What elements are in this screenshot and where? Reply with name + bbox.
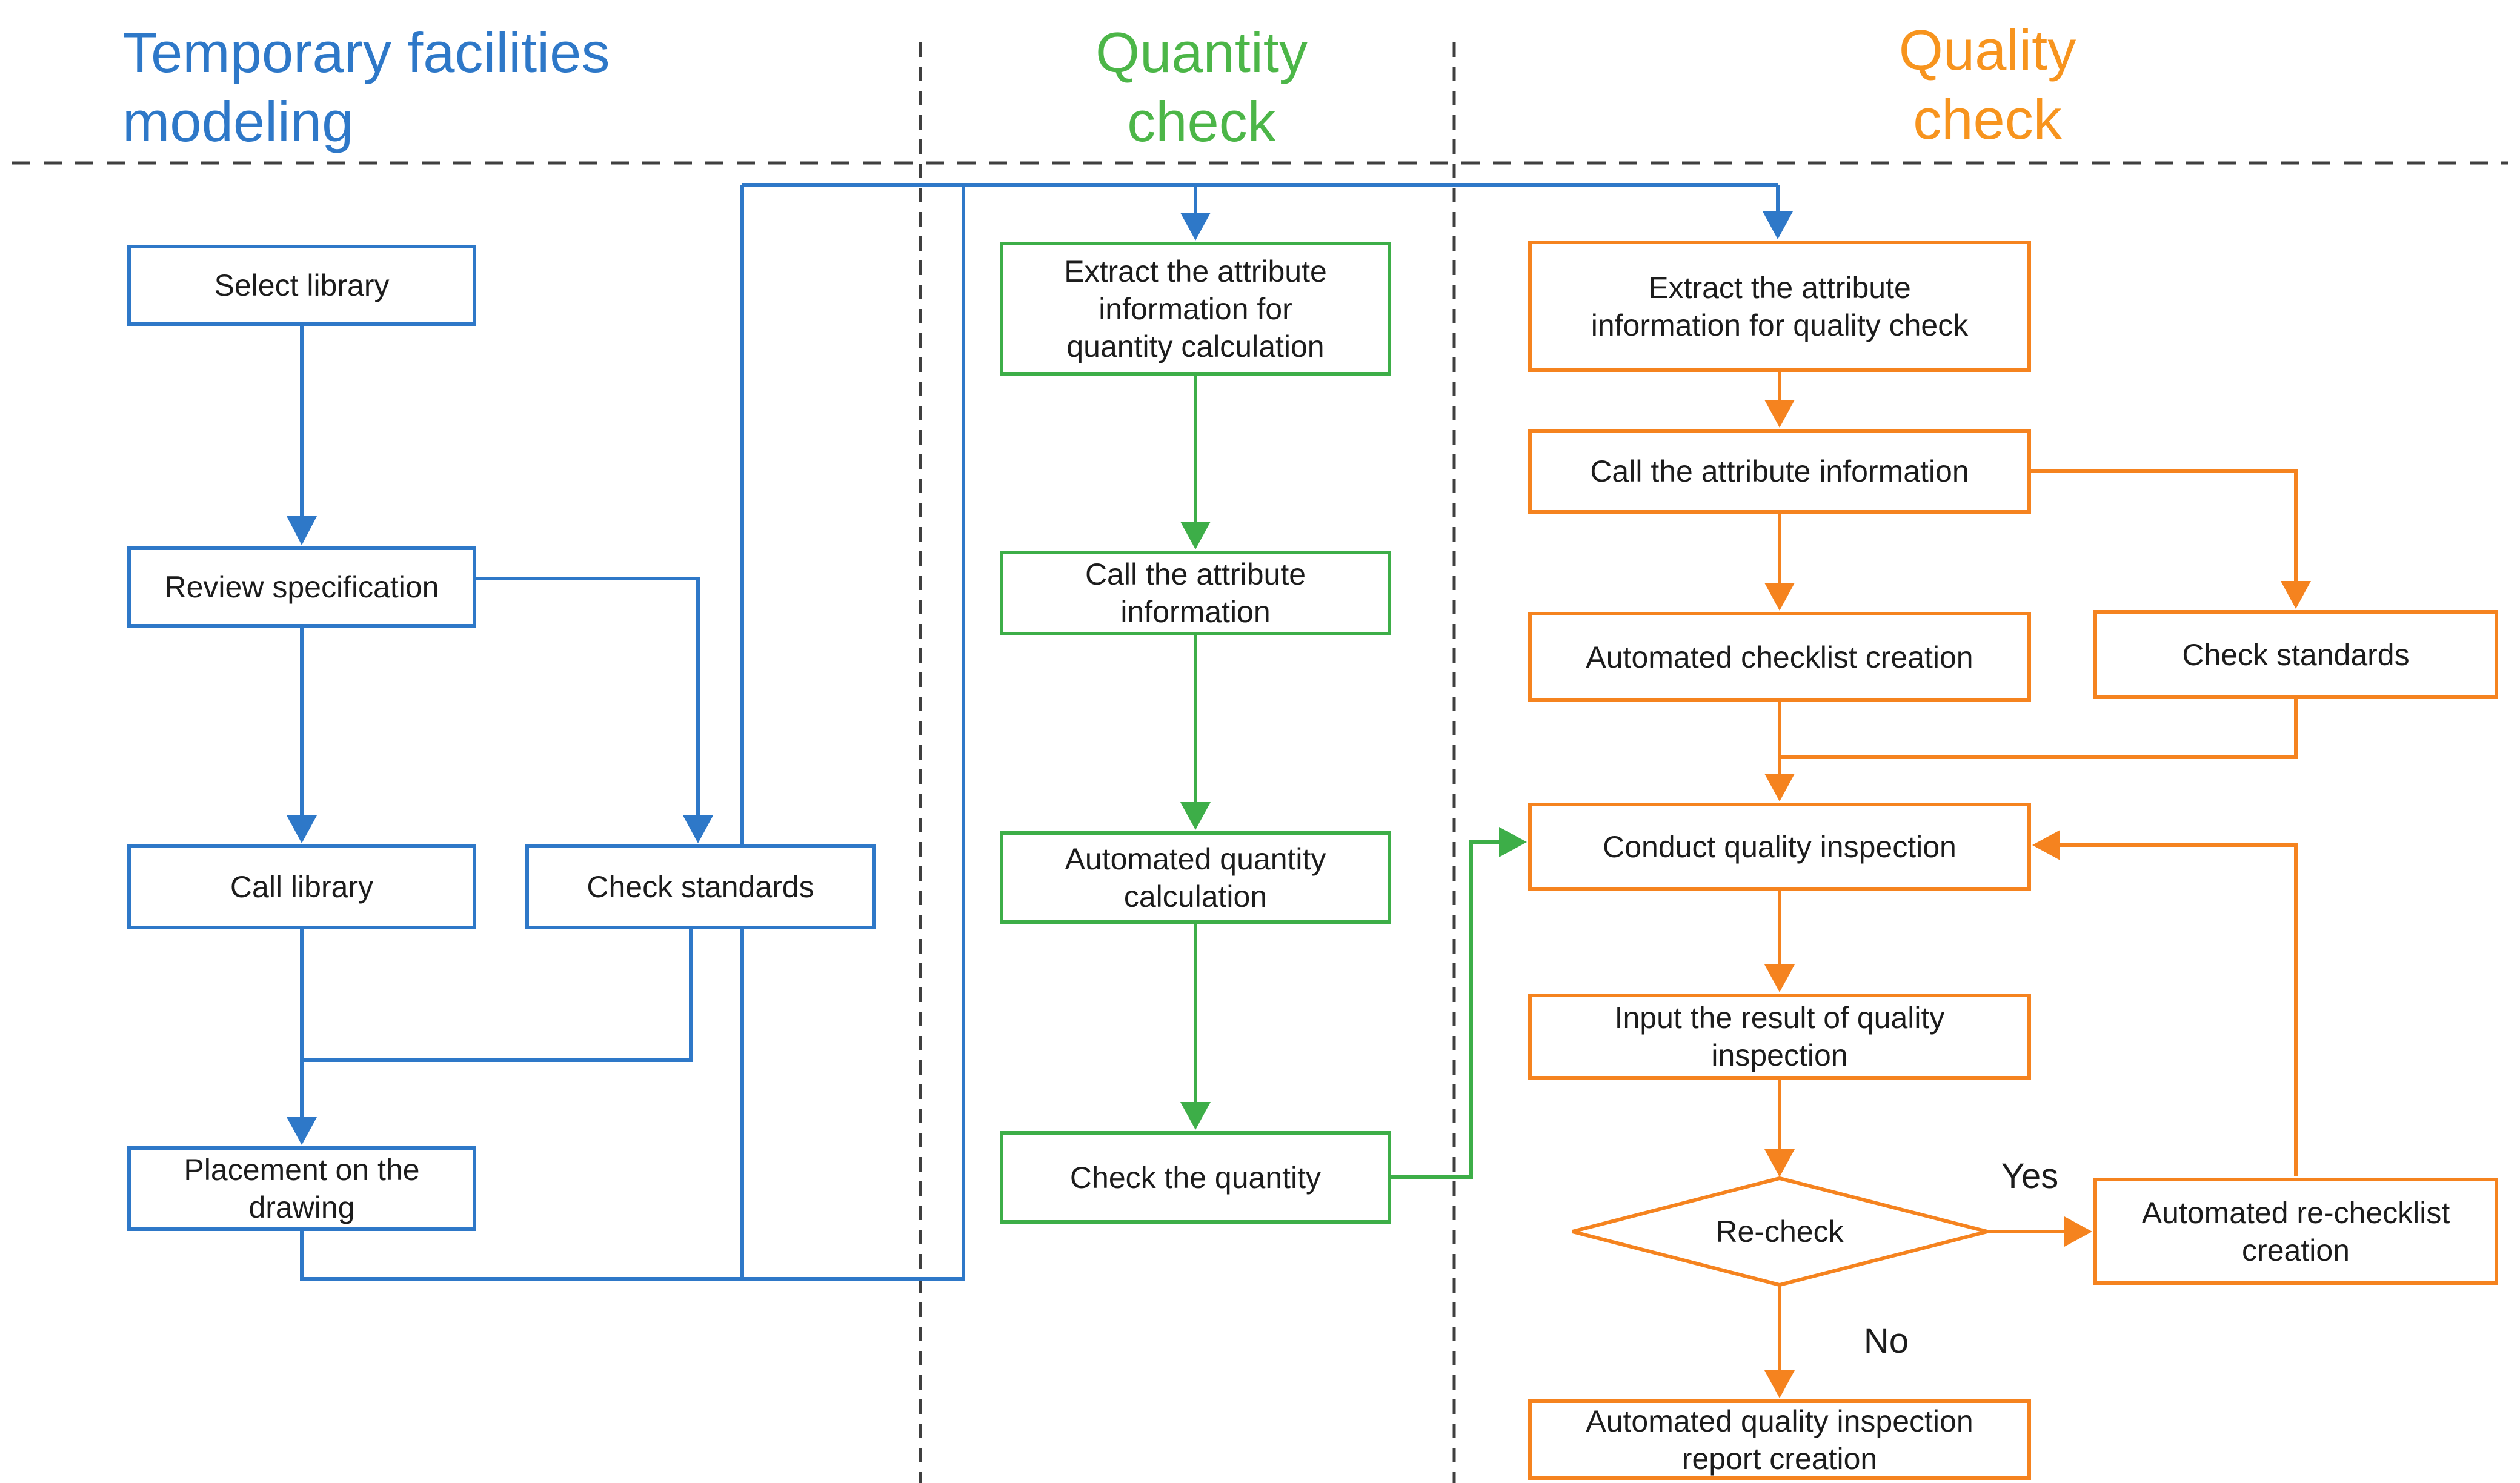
decision-no-label: No xyxy=(1863,1321,1909,1361)
node-check-the-quantity: Check the quantity xyxy=(1000,1131,1391,1224)
node-select-library: Select library xyxy=(127,245,476,326)
node-check-standards-modeling: Check standards xyxy=(525,844,876,929)
node-extract-attribute-quantity: Extract the attribute information for qu… xyxy=(1000,242,1391,376)
arrowhead-review-to-check-standards xyxy=(683,815,713,843)
arrowhead-extract-to-call-quantity xyxy=(1180,522,1211,549)
node-call-library: Call library xyxy=(127,844,476,929)
arrowhead-extract-to-call-quality xyxy=(1764,400,1795,428)
connector-review-to-check-standards xyxy=(476,577,700,815)
decision-label: Re-check xyxy=(1715,1215,1844,1249)
connector-call-to-check-standards-qc xyxy=(2031,469,2298,581)
arrowhead-auto-to-check-quantity xyxy=(1180,1102,1211,1130)
connector-check-quantity-to-conduct xyxy=(1391,840,1499,1179)
node-input-inspection-result: Input the result of quality inspection xyxy=(1528,994,2031,1080)
node-automated-checklist-creation: Automated checklist creation xyxy=(1528,612,2031,702)
arrowhead-decision-yes xyxy=(2064,1216,2092,1247)
arrowhead-select-to-review xyxy=(287,516,317,545)
lane-title-quality-check: Quality check xyxy=(1898,18,2076,151)
lane-title-quantity-check: Quantity check xyxy=(1095,21,1308,153)
connector-rechecklist-to-conduct xyxy=(2060,843,2298,1176)
decision-diamond xyxy=(1572,1176,1988,1287)
arrowhead-review-to-call-library xyxy=(287,815,317,843)
connector-placement-feedback-loop xyxy=(300,183,1778,1281)
arrowhead-call-to-check-standards-qc xyxy=(2281,581,2311,609)
arrowhead-input-to-decision xyxy=(1764,1149,1795,1177)
arrowhead-decision-no xyxy=(1764,1370,1795,1398)
arrowhead-conduct-to-input xyxy=(1764,964,1795,992)
lane-title-modeling: Temporary facilities modeling xyxy=(122,21,610,153)
node-conduct-quality-inspection: Conduct quality inspection xyxy=(1528,803,2031,891)
arrowhead-branch-to-quality xyxy=(1763,211,1793,239)
connector-check-standards-join xyxy=(302,929,693,1062)
arrowhead-call-library-to-placement xyxy=(287,1117,317,1145)
arrowhead-call-to-auto-quantity xyxy=(1180,802,1211,830)
node-extract-attribute-quality: Extract the attribute information for qu… xyxy=(1528,241,2031,372)
connector-check-standards-qc-join xyxy=(1780,699,2298,759)
node-automated-quantity-calculation: Automated quantity calculation xyxy=(1000,831,1391,924)
arrowhead-check-quantity-to-conduct xyxy=(1499,827,1527,857)
arrowhead-branch-to-quantity xyxy=(1180,213,1211,241)
arrowhead-call-to-auto-checklist xyxy=(1764,583,1795,611)
node-automated-report-creation: Automated quality inspection report crea… xyxy=(1528,1399,2031,1480)
node-call-attribute-quality: Call the attribute information xyxy=(1528,429,2031,514)
arrowhead-rechecklist-to-conduct xyxy=(2032,830,2060,860)
node-automated-rechecklist-creation: Automated re-checklist creation xyxy=(2093,1178,2498,1285)
arrowhead-auto-checklist-to-conduct xyxy=(1764,774,1795,801)
node-check-standards-quality: Check standards xyxy=(2093,610,2498,699)
decision-yes-label: Yes xyxy=(2001,1156,2059,1196)
node-call-attribute-quantity: Call the attribute information xyxy=(1000,551,1391,635)
node-placement-on-drawing: Placement on the drawing xyxy=(127,1146,476,1231)
node-review-specification: Review specification xyxy=(127,546,476,628)
